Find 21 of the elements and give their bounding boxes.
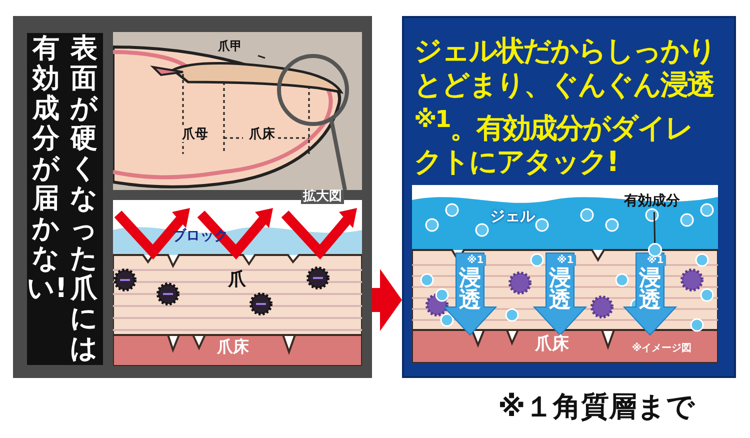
- heading-text: 表面が硬くなった爪には有効成分が届かない!: [27, 33, 103, 365]
- footnote-mark: ※1: [645, 255, 666, 266]
- footnote-text: ※１角質層まで: [498, 392, 696, 423]
- leader-line: [258, 54, 266, 59]
- magnified-view-label: 拡大図: [301, 190, 344, 204]
- heading-text: ジェル状だからしっかりとどまり、ぐんぐん浸透$^{※1}$。有効成分がダイレクトにアタック!: [414, 34, 716, 180]
- part-label: 爪床: [247, 128, 277, 142]
- nail-label: 爪: [228, 270, 246, 290]
- nail-bed-label: 爪床: [217, 338, 249, 356]
- leader-line: [653, 212, 656, 244]
- penetration-label: 浸透: [639, 268, 661, 312]
- arrow: [372, 269, 402, 331]
- nail-bed-label: 爪床: [535, 335, 569, 354]
- note-text: ※イメージ図: [632, 343, 692, 354]
- penetration-label: 浸透: [549, 268, 571, 312]
- block-label: ブロック: [172, 229, 228, 244]
- footnote-mark: ※1: [465, 255, 486, 266]
- footnote-mark: ※1: [555, 255, 576, 266]
- part-label: 爪母: [180, 128, 210, 142]
- gel-label: ジェル: [490, 208, 535, 224]
- penetration-label: 浸透: [459, 268, 481, 312]
